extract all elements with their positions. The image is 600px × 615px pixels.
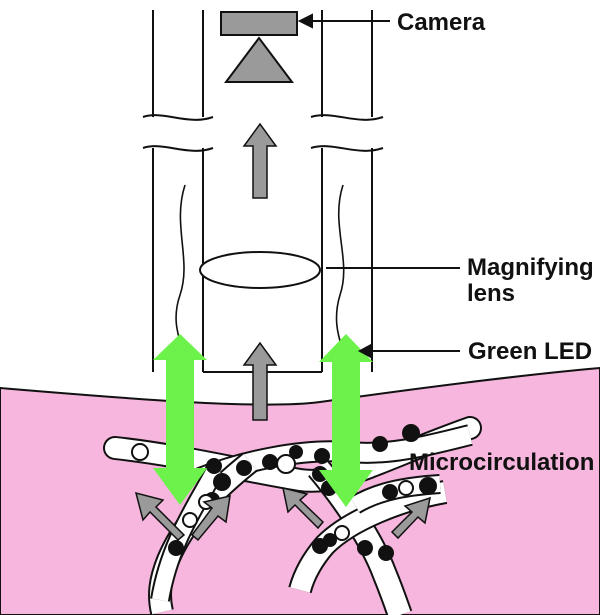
magnifying-lens-label-line2: lens <box>467 280 516 307</box>
microcirculation-label: Microcirculation <box>409 449 595 476</box>
green-led-arrow-left <box>153 334 207 505</box>
probe-upper-section <box>142 10 384 121</box>
blood-cells <box>131 424 437 561</box>
gray-arrow-tissue-4 <box>390 496 431 540</box>
gray-arrow-tissue-1 <box>134 491 186 542</box>
magnifying-lens-label-line1: Magnifying <box>467 254 594 281</box>
leader-lines <box>297 13 460 359</box>
magnifying-lens <box>199 251 321 289</box>
gray-arrow-tissue-3 <box>282 486 325 530</box>
green-led-label: Green LED <box>468 338 593 365</box>
camera-body <box>220 11 298 36</box>
magnifying-lens-label: Magnifying lens <box>467 255 594 307</box>
gray-arrow-lower <box>242 341 278 421</box>
green-led-arrow-right <box>319 334 373 507</box>
probe-lower-section <box>142 145 384 373</box>
camera-lens-cone <box>224 36 294 83</box>
light-guide-right <box>335 184 345 349</box>
light-guide-left <box>175 184 186 349</box>
gray-arrow-tissue-2 <box>190 495 231 542</box>
gray-arrow-upper <box>242 122 278 199</box>
camera-label: Camera <box>397 9 486 36</box>
